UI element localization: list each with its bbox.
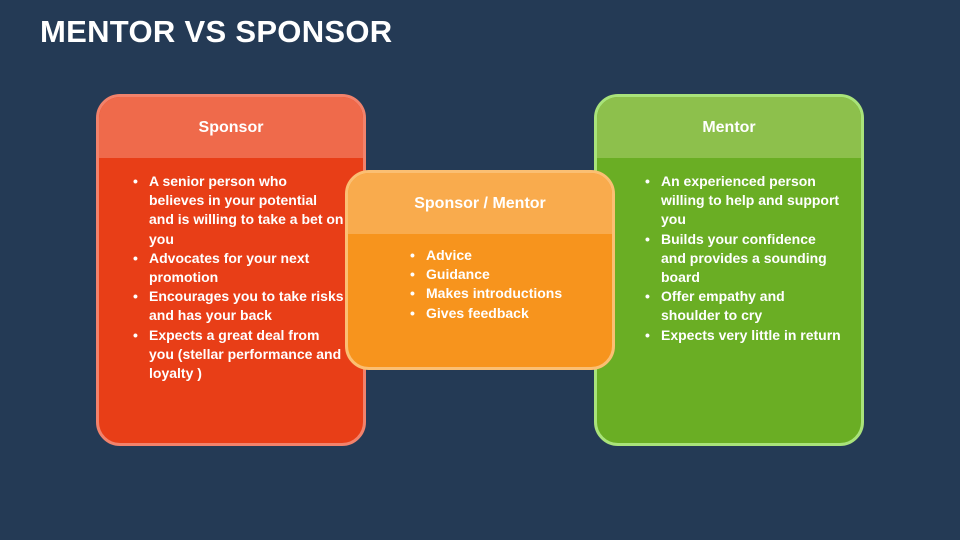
mentor-card-heading: Mentor [597, 97, 861, 158]
mentor-card: Mentor An experienced person willing to … [594, 94, 864, 446]
sponsor-list: A senior person who believes in your pot… [133, 172, 345, 383]
list-item: A senior person who believes in your pot… [133, 172, 345, 249]
list-item: Offer empathy and shoulder to cry [645, 287, 843, 325]
list-item: Makes introductions [410, 284, 594, 303]
sponsor-mentor-card: Sponsor / Mentor Advice Guidance Makes i… [345, 170, 615, 370]
mentor-card-body: An experienced person willing to help an… [597, 158, 861, 443]
list-item: Builds your confidence and provides a so… [645, 230, 843, 288]
sponsor-card-body: A senior person who believes in your pot… [99, 158, 363, 443]
list-item: Advice [410, 246, 594, 265]
sponsor-mentor-list: Advice Guidance Makes introductions Give… [410, 246, 594, 323]
list-item: An experienced person willing to help an… [645, 172, 843, 230]
list-item: Guidance [410, 265, 594, 284]
sponsor-card: Sponsor A senior person who believes in … [96, 94, 366, 446]
list-item: Expects very little in return [645, 326, 843, 345]
list-item: Gives feedback [410, 304, 594, 323]
list-item: Encourages you to take risks and has you… [133, 287, 345, 325]
list-item: Advocates for your next promotion [133, 249, 345, 287]
list-item: Expects a great deal from you (stellar p… [133, 326, 345, 384]
mentor-list: An experienced person willing to help an… [645, 172, 843, 345]
sponsor-mentor-card-heading: Sponsor / Mentor [348, 173, 612, 234]
slide-title: MENTOR VS SPONSOR [40, 14, 393, 49]
sponsor-mentor-card-body: Advice Guidance Makes introductions Give… [348, 234, 612, 367]
sponsor-card-heading: Sponsor [99, 97, 363, 158]
